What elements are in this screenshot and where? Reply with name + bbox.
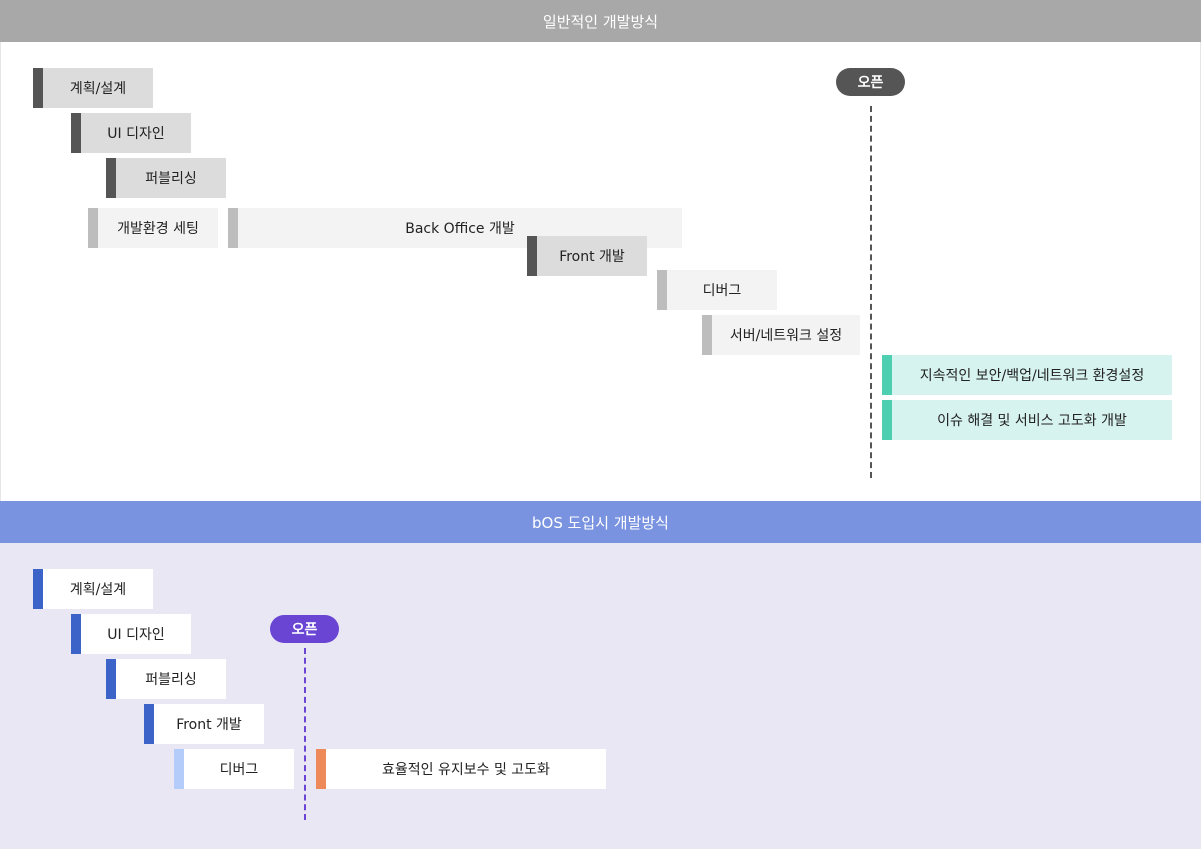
- task-accent: [88, 208, 98, 248]
- task-accent: [527, 236, 537, 276]
- task-accent: [33, 569, 43, 609]
- conventional-open-line: [870, 106, 872, 478]
- task-accent: [316, 749, 326, 789]
- task-label: 디버그: [219, 762, 259, 778]
- task-label: 서버/네트워크 설정: [729, 328, 843, 344]
- task-label: 효율적인 유지보수 및 고도화: [382, 762, 550, 778]
- conventional-task-publishing: 퍼블리싱: [106, 158, 226, 198]
- task-accent: [71, 113, 81, 153]
- conventional-section-header: 일반적인 개발방식: [0, 0, 1201, 42]
- conventional-task-debug: 디버그: [657, 270, 777, 310]
- task-label: 디버그: [702, 283, 742, 299]
- task-label: 개발환경 세팅: [117, 221, 199, 237]
- task-label: 퍼블리싱: [145, 171, 197, 187]
- task-label: Front 개발: [176, 717, 242, 733]
- task-accent: [228, 208, 238, 248]
- task-label: UI 디자인: [107, 126, 165, 142]
- conventional-open-marker: 오픈: [836, 68, 905, 96]
- conventional-task-ui-design: UI 디자인: [71, 113, 191, 153]
- bos-task-planning: 계획/설계: [33, 569, 153, 609]
- task-accent: [882, 400, 892, 440]
- task-accent: [71, 614, 81, 654]
- conventional-task-planning: 계획/설계: [33, 68, 153, 108]
- bos-task-maintenance: 효율적인 유지보수 및 고도화: [316, 749, 606, 789]
- bos-task-front: Front 개발: [144, 704, 264, 744]
- bos-open-line: [304, 648, 306, 820]
- task-accent: [106, 659, 116, 699]
- bos-section-header: bOS 도입시 개발방식: [0, 501, 1201, 543]
- conventional-task-dev-env-setup: 개발환경 세팅: [88, 208, 218, 248]
- open-label: 오픈: [857, 75, 884, 91]
- task-accent: [702, 315, 712, 355]
- task-label: 계획/설계: [69, 81, 127, 97]
- task-accent: [882, 355, 892, 395]
- conventional-task-front: Front 개발: [527, 236, 647, 276]
- task-label: 이슈 해결 및 서비스 고도화 개발: [937, 413, 1127, 429]
- task-accent: [657, 270, 667, 310]
- bos-section-title: bOS 도입시 개발방식: [532, 513, 669, 532]
- open-label: 오픈: [291, 622, 318, 638]
- task-label: 계획/설계: [69, 582, 127, 598]
- task-accent: [174, 749, 184, 789]
- task-label: Front 개발: [559, 249, 625, 265]
- task-label: Back Office 개발: [405, 221, 515, 237]
- conventional-task-issue-resolution: 이슈 해결 및 서비스 고도화 개발: [882, 400, 1172, 440]
- task-label: UI 디자인: [107, 627, 165, 643]
- bos-open-marker: 오픈: [270, 615, 339, 643]
- conventional-section-title: 일반적인 개발방식: [542, 12, 659, 31]
- conventional-task-security-backup: 지속적인 보안/백업/네트워크 환경설정: [882, 355, 1172, 395]
- conventional-task-server-network: 서버/네트워크 설정: [702, 315, 860, 355]
- bos-task-ui-design: UI 디자인: [71, 614, 191, 654]
- bos-task-debug: 디버그: [174, 749, 294, 789]
- task-label: 지속적인 보안/백업/네트워크 환경설정: [919, 368, 1145, 384]
- task-accent: [106, 158, 116, 198]
- task-accent: [33, 68, 43, 108]
- task-accent: [144, 704, 154, 744]
- bos-task-publishing: 퍼블리싱: [106, 659, 226, 699]
- task-label: 퍼블리싱: [145, 672, 197, 688]
